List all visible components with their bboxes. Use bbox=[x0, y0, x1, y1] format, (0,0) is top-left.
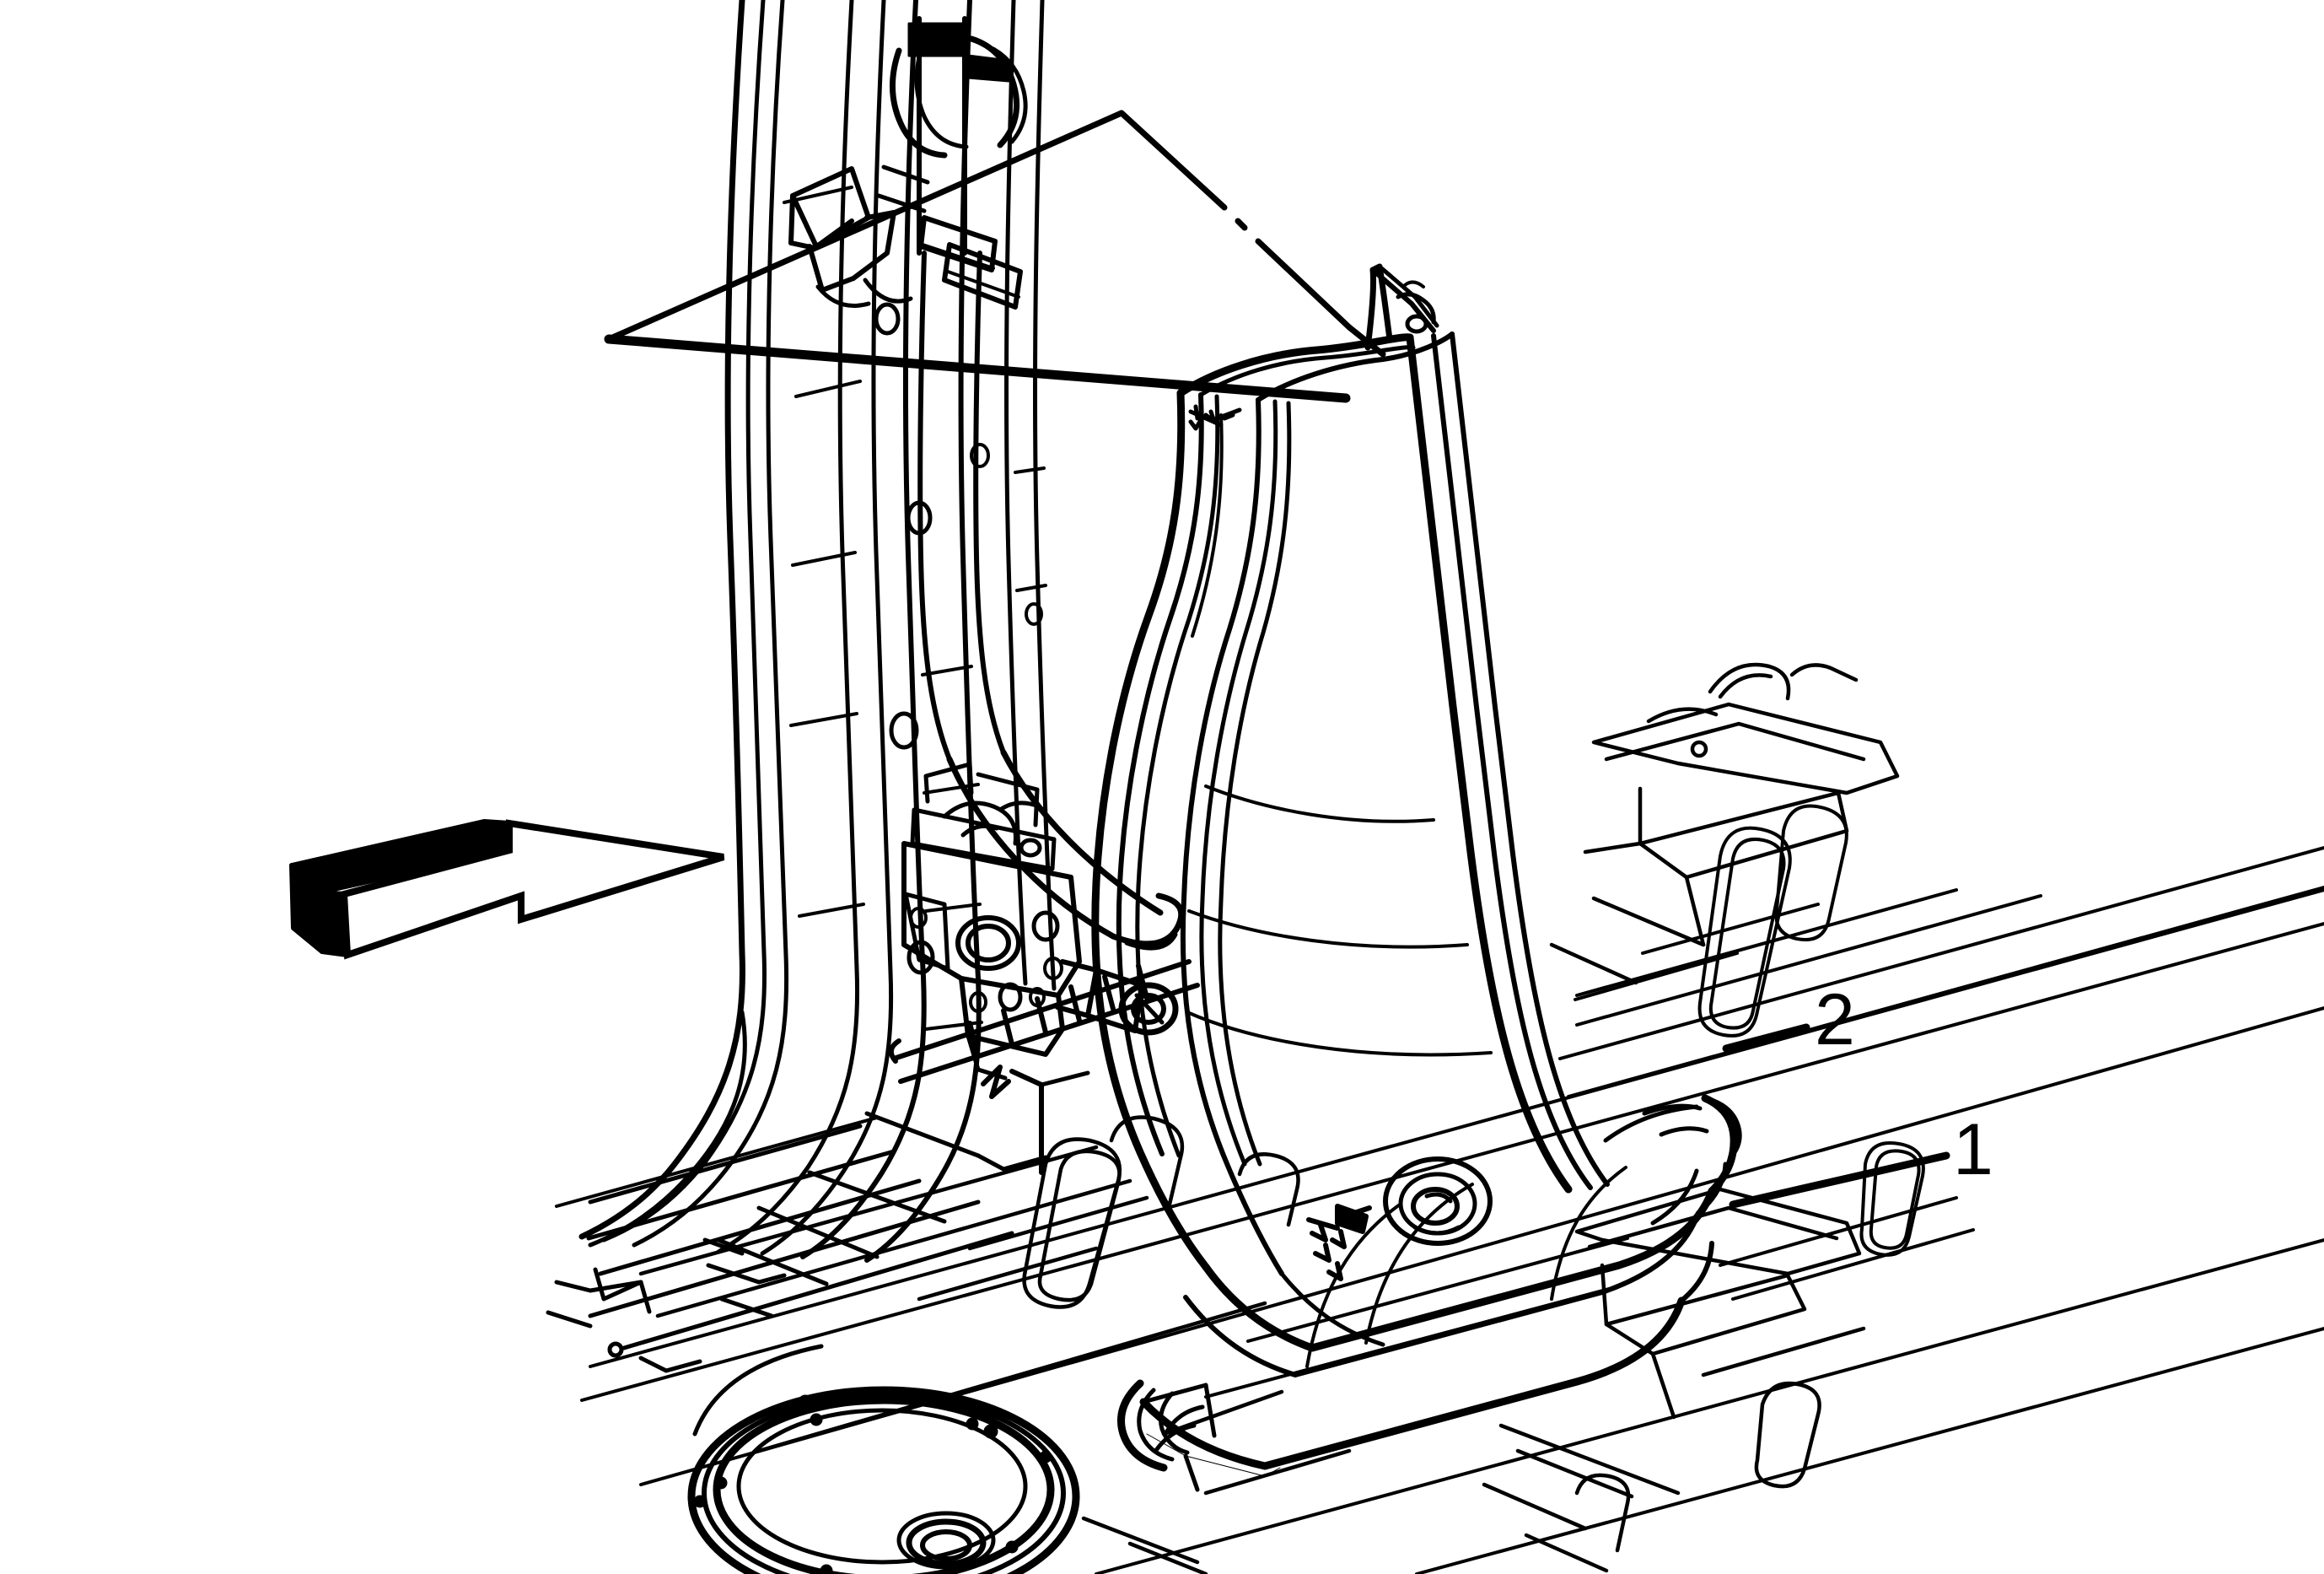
callout-label-2: 2 bbox=[1815, 979, 1855, 1060]
seat-belt-webbing bbox=[876, 16, 1185, 951]
seat-belt-retractor bbox=[901, 762, 1082, 1081]
floor-drain-plug bbox=[687, 1344, 1080, 1574]
belt-anchor-bolt bbox=[1055, 959, 1179, 1036]
upper-pillar-belt-trim bbox=[788, 166, 913, 336]
retainer-clip bbox=[1188, 404, 1242, 431]
floor-side-bracket-structures bbox=[1549, 662, 1900, 985]
callout-label-1: 1 bbox=[1953, 1109, 1993, 1190]
rail-direction-marker bbox=[981, 1065, 1011, 1099]
floor-lower-right-structures bbox=[1482, 1187, 1866, 1573]
callout-1-leader bbox=[1729, 1151, 1950, 1209]
floor-stamped-beads-right bbox=[1574, 804, 1975, 1301]
center-pillar-trim-panel bbox=[1091, 263, 1742, 1492]
retainer-clip-lower bbox=[1306, 1204, 1372, 1281]
callout-2-leader bbox=[1722, 1023, 1810, 1053]
upper-break-line bbox=[604, 110, 1386, 403]
removal-direction-arrow bbox=[289, 819, 725, 960]
callout-leaders bbox=[1722, 1023, 1950, 1209]
